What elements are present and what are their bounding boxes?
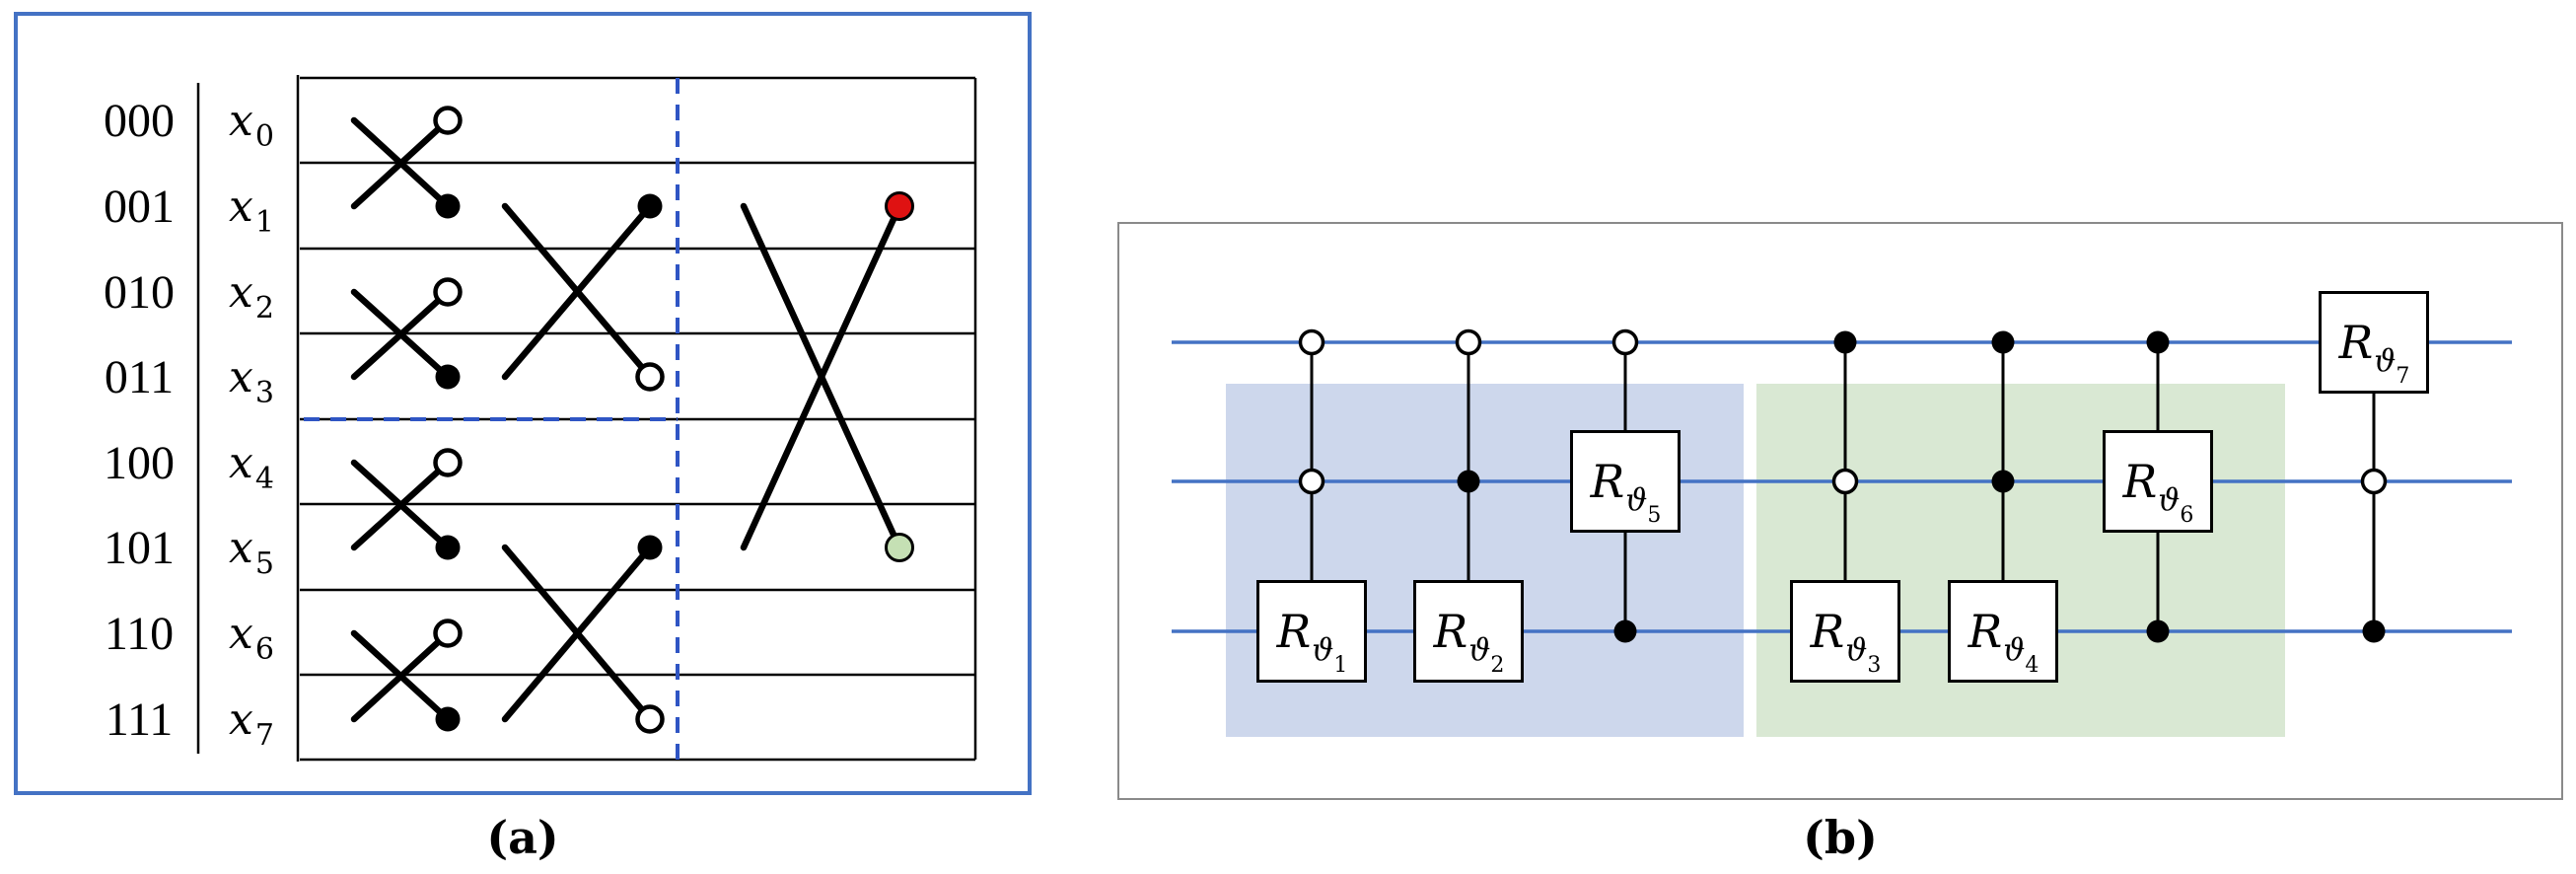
control-filled-icon <box>1457 470 1480 493</box>
red-circle-marker <box>885 191 914 221</box>
var-label: x7 <box>229 694 274 753</box>
gate-r-theta-7: Rϑ7 <box>2319 291 2429 394</box>
panel-a: 000 001 010 011 100 101 110 111 x0 x1 x2… <box>14 12 1032 795</box>
control-filled-icon <box>2146 330 2170 354</box>
var-label: x4 <box>229 438 274 496</box>
var-label: x3 <box>229 352 274 410</box>
gate-r-theta-2: Rϑ2 <box>1413 580 1524 683</box>
filled-circle-marker <box>637 193 663 219</box>
control-filled-icon <box>2146 619 2170 643</box>
control-open-icon <box>2360 468 2388 495</box>
open-circle-marker <box>433 277 463 307</box>
var-label: x5 <box>229 523 274 581</box>
swap-crossing-stage2 <box>501 202 654 723</box>
var-label: x6 <box>229 609 274 667</box>
open-circle-marker <box>433 619 463 648</box>
control-filled-icon <box>1991 330 2015 354</box>
swap-crossing-stage1 <box>350 116 452 723</box>
binary-label: 101 <box>104 522 175 574</box>
control-filled-icon <box>2362 619 2386 643</box>
binary-label: 000 <box>104 95 175 147</box>
open-circle-marker <box>433 448 463 477</box>
green-circle-marker <box>885 533 914 562</box>
filled-circle-marker <box>435 535 461 560</box>
filled-circle-marker <box>435 706 461 732</box>
open-circle-marker <box>635 362 665 392</box>
binary-label: 100 <box>104 437 175 489</box>
open-circle-marker <box>433 106 463 135</box>
filled-circle-marker <box>435 193 461 219</box>
control-open-icon <box>1298 468 1325 495</box>
open-circle-marker <box>635 704 665 734</box>
control-filled-icon <box>1833 330 1857 354</box>
control-filled-icon <box>1613 619 1637 643</box>
var-label: x1 <box>229 182 274 240</box>
state-permutation-diagram <box>196 75 977 762</box>
filled-circle-marker <box>637 535 663 560</box>
gate-r-theta-3: Rϑ3 <box>1790 580 1900 683</box>
gate-r-theta-6: Rϑ6 <box>2103 430 2213 533</box>
gate-r-theta-5: Rϑ5 <box>1570 430 1681 533</box>
binary-label: 001 <box>104 181 175 233</box>
filled-circle-marker <box>435 364 461 390</box>
gate-r-theta-4: Rϑ4 <box>1948 580 2058 683</box>
var-label: x0 <box>229 96 274 154</box>
control-filled-icon <box>1991 470 2015 493</box>
control-open-icon <box>1455 328 1482 356</box>
caption-b: (b) <box>1803 811 1878 864</box>
binary-label: 111 <box>105 693 174 746</box>
binary-label: 110 <box>104 608 175 660</box>
panel-b: Rϑ1 Rϑ2 Rϑ5 Rϑ3 Rϑ4 Rϑ6 Rϑ7 <box>1117 222 2563 800</box>
var-label: x2 <box>229 267 274 326</box>
control-open-icon <box>1298 328 1325 356</box>
control-open-icon <box>1611 328 1639 356</box>
binary-label: 010 <box>104 266 175 319</box>
swap-crossing-stage3 <box>740 202 903 551</box>
gate-r-theta-1: Rϑ1 <box>1256 580 1367 683</box>
control-open-icon <box>1831 468 1859 495</box>
binary-label: 011 <box>104 351 175 403</box>
caption-a: (a) <box>486 811 559 864</box>
